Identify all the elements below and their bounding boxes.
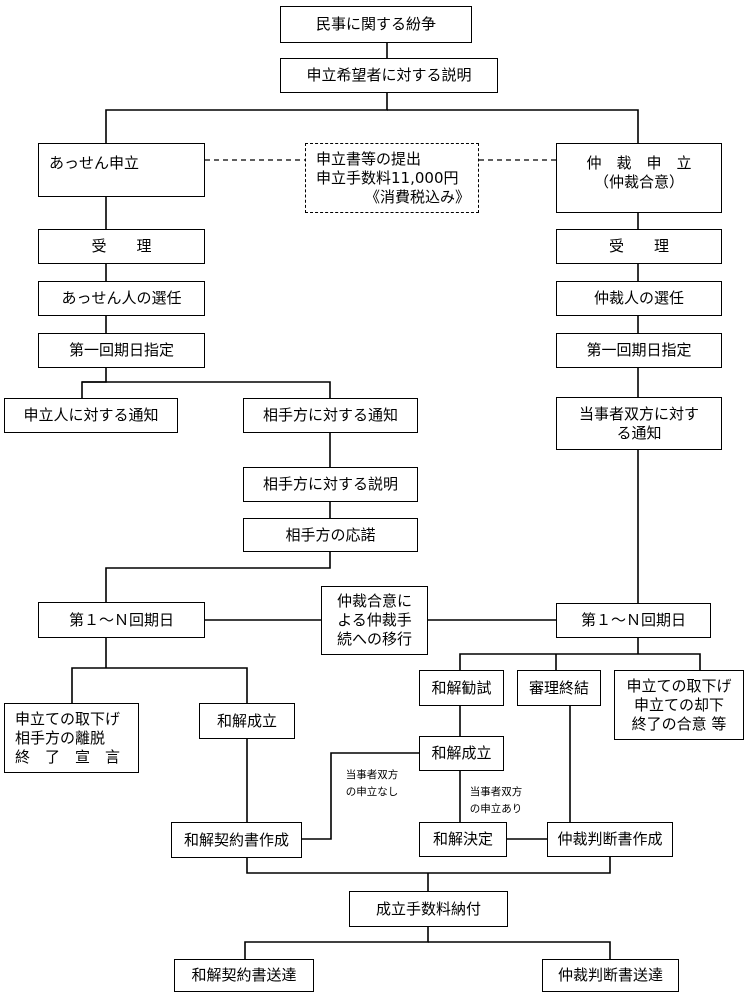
settlement-decision-label: 和解決定: [432, 830, 493, 848]
mediation-first-date-label: 第一回期日指定: [68, 341, 174, 359]
mediation-settlement-label: 和解成立: [216, 711, 277, 730]
response-label: 相手方の応諾: [285, 525, 376, 544]
mediation-apply-label: あっせん申立: [49, 154, 140, 172]
request-note: 当事者双方 の申立あり: [462, 784, 530, 818]
mediation-accept-label: 受 理: [91, 237, 152, 255]
mediation-end-box: 申立ての取下げ 相手方の離脱 終 了 宣 言: [4, 703, 139, 773]
arbitration-hearings-label: 第１～Ｎ回期日: [580, 611, 686, 629]
contract-create-label: 和解契約書作成: [183, 830, 289, 849]
no-request-line-1: 当事者双方: [345, 769, 399, 781]
contract-create-box: 和解契約書作成: [171, 822, 302, 858]
notify-other-label: 相手方に対する通知: [262, 406, 398, 424]
explain-other-box: 相手方に対する説明: [243, 467, 418, 502]
dispute-label: 民事に関する紛争: [315, 15, 436, 33]
request-line-1: 当事者双方: [469, 786, 523, 798]
arbitrator-select-label: 仲裁人の選任: [593, 289, 684, 307]
arbitration-settlement-box: 和解成立: [419, 736, 504, 771]
arbitration-apply-line-1: 仲 裁 申 立: [586, 154, 692, 172]
transition-line-1: 仲裁合意に: [336, 592, 412, 610]
explain-applicant-box: 申立希望者に対する説明: [280, 58, 498, 93]
explain-applicant-label: 申立希望者に対する説明: [306, 66, 472, 84]
mediation-settlement-box: 和解成立: [199, 703, 295, 739]
arbitration-accept-box: 受 理: [556, 229, 722, 264]
filing-line-1: 申立書等の提出: [316, 149, 422, 168]
mediation-apply-box: あっせん申立: [38, 143, 205, 197]
arbitration-first-date-label: 第一回期日指定: [586, 341, 692, 359]
arbitration-accept-label: 受 理: [608, 237, 669, 255]
settlement-decision-box: 和解決定: [419, 822, 507, 857]
arbitration-settlement-label: 和解成立: [431, 744, 492, 762]
conciliation-label: 和解勧試: [431, 678, 492, 697]
notify-applicant-box: 申立人に対する通知: [4, 398, 178, 433]
award-create-box: 仲裁判断書作成: [547, 822, 673, 857]
award-create-label: 仲裁判断書作成: [557, 830, 663, 848]
mediator-select-box: あっせん人の選任: [38, 281, 205, 316]
arbitration-end-box: 申立ての取下げ 申立ての却下 終了の合意 等: [614, 670, 744, 740]
notify-both-box: 当事者双方に対す る通知: [556, 397, 722, 450]
arbitration-apply-box: 仲 裁 申 立 （仲裁合意）: [556, 143, 722, 213]
arbitration-first-date-box: 第一回期日指定: [556, 333, 722, 368]
mediation-accept-box: 受 理: [38, 229, 205, 264]
no-request-note: 当事者双方 の申立なし: [342, 767, 402, 801]
send-award-label: 仲裁判断書送達: [557, 966, 663, 984]
dispute-box: 民事に関する紛争: [280, 6, 472, 43]
filing-line-2: 申立手数料11,000円: [316, 168, 459, 187]
filing-line-3: 《消費税込み》: [364, 187, 470, 206]
arbitration-end-line-3: 終了の合意 等: [631, 714, 727, 733]
arbitrator-select-box: 仲裁人の選任: [556, 281, 722, 316]
no-request-line-2: の申立なし: [345, 786, 399, 798]
explain-other-label: 相手方に対する説明: [262, 475, 398, 493]
notify-other-box: 相手方に対する通知: [243, 398, 418, 433]
transition-box: 仲裁合意に よる仲裁手 続への移行: [321, 586, 428, 655]
mediator-select-label: あっせん人の選任: [61, 289, 182, 307]
fee-payment-box: 成立手数料納付: [349, 891, 508, 927]
response-box: 相手方の応諾: [243, 518, 418, 552]
transition-line-2: よる仲裁手: [337, 611, 412, 629]
mediation-hearings-label: 第１～Ｎ回期日: [68, 610, 174, 629]
transition-line-3: 続への移行: [336, 630, 412, 648]
mediation-hearings-box: 第１～Ｎ回期日: [38, 602, 205, 638]
send-contract-label: 和解契約書送達: [191, 966, 297, 984]
arbitration-end-line-2: 申立ての却下: [633, 695, 724, 714]
mediation-end-line-1: 申立ての取下げ: [15, 709, 121, 728]
mediation-end-line-2: 相手方の離脱: [15, 728, 106, 747]
filing-box: 申立書等の提出 申立手数料11,000円 《消費税込み》: [305, 143, 479, 213]
notify-both-line-2: る通知: [616, 423, 662, 442]
mediation-first-date-box: 第一回期日指定: [38, 333, 205, 368]
arbitration-apply-line-2: （仲裁合意）: [593, 173, 684, 191]
conclude-box: 審理終結: [517, 670, 601, 706]
conciliation-box: 和解勧試: [419, 670, 504, 706]
notify-applicant-label: 申立人に対する通知: [23, 406, 159, 424]
mediation-end-line-3: 終 了 宣 言: [15, 747, 121, 766]
notify-both-line-1: 当事者双方に対す: [578, 404, 699, 423]
send-award-box: 仲裁判断書送達: [542, 959, 679, 992]
conclude-label: 審理終結: [528, 678, 589, 697]
arbitration-hearings-box: 第１～Ｎ回期日: [556, 603, 711, 638]
send-contract-box: 和解契約書送達: [174, 959, 314, 992]
fee-payment-label: 成立手数料納付: [375, 899, 481, 918]
arbitration-end-line-1: 申立ての取下げ: [626, 676, 732, 695]
request-line-2: の申立あり: [469, 803, 523, 815]
